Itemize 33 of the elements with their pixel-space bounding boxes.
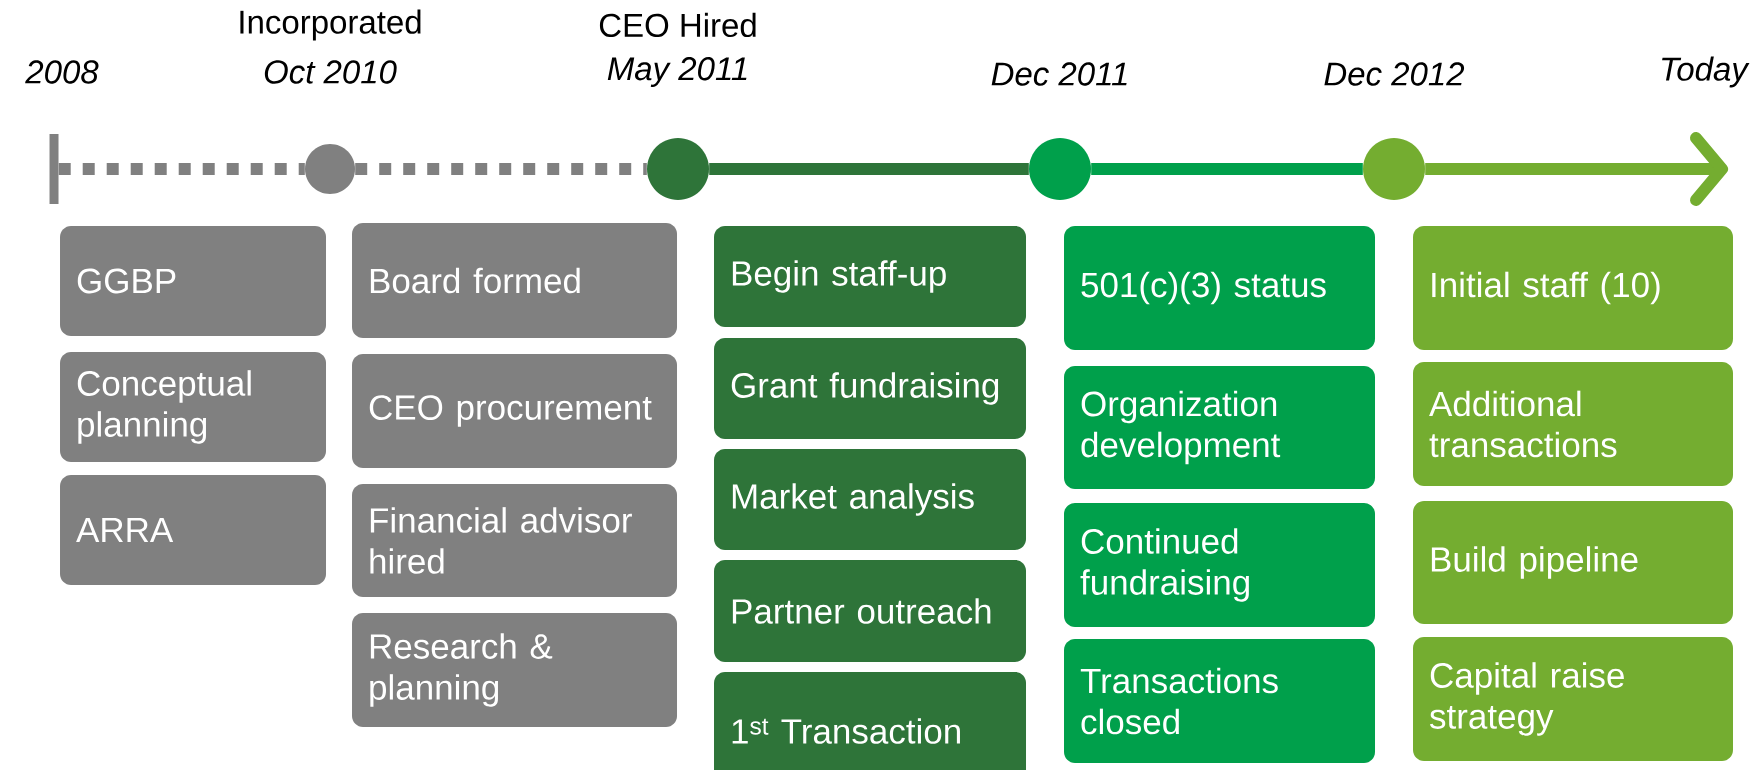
timeline-segment [355, 163, 647, 175]
milestone-box: GGBP [60, 226, 326, 336]
date-label: May 2011 [607, 57, 747, 87]
milestone-box: Organization development [1064, 366, 1375, 489]
milestone-box: Additional transactions [1413, 362, 1733, 486]
milestone-box: ARRA [60, 475, 326, 585]
milestone-box: Grant fundraising [714, 338, 1026, 439]
milestone-box: CEO procurement [352, 354, 677, 468]
arrow [1425, 132, 1728, 206]
date-label: Today [1662, 56, 1750, 88]
milestone-box: Market analysis [714, 449, 1026, 550]
milestone-label: Incorporated [240, 9, 421, 41]
timeline-segment [1091, 163, 1363, 175]
milestone-box: 1$^{st}$ Transaction [714, 672, 1026, 770]
milestone-box: Continued fundraising [1064, 503, 1375, 627]
milestone-box: Partner outreach [714, 560, 1026, 662]
milestone-box: Board formed [352, 223, 677, 338]
milestone-label: CEO Hired [599, 12, 756, 38]
milestone-box: Begin staff-up [714, 226, 1026, 327]
milestone-box: Capital raise strategy [1413, 637, 1733, 761]
date-label: Oct 2010 [264, 60, 397, 84]
milestone-box: Initial staff (10) [1413, 226, 1733, 350]
milestone-box: Conceptual planning [60, 352, 326, 462]
timeline-segment [709, 163, 1029, 175]
milestone-box: Build pipeline [1413, 501, 1733, 624]
milestone-box: Research & planning [352, 613, 677, 727]
date-label: Dec 2012 [1324, 62, 1465, 86]
date-label: Dec 2011 [991, 62, 1127, 86]
milestone-box: 501(c)(3) status [1064, 226, 1375, 350]
milestone-box: Transactions closed [1064, 639, 1375, 763]
milestone-box: Financial advisor hired [352, 484, 677, 597]
date-label: 2008 [25, 60, 99, 84]
timeline-segment [58, 163, 305, 175]
